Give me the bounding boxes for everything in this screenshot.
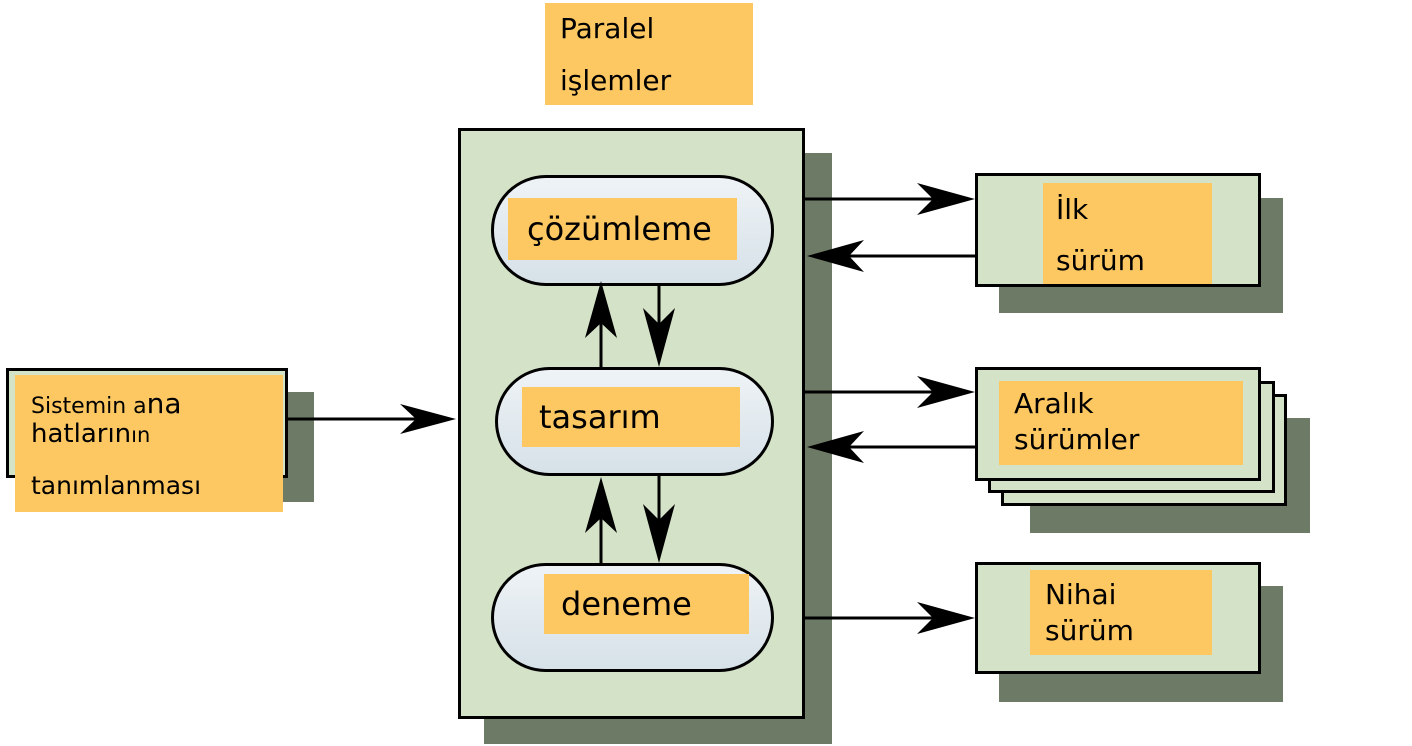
input-to-panel-arrowhead (400, 404, 456, 434)
final-version-line-2: sürüm (1045, 614, 1134, 647)
test-to-final-arrowhead (917, 602, 975, 634)
outline-line-3: tanımlanması (31, 471, 202, 500)
outline-line-2a: hatların (31, 419, 132, 449)
intermediate-versions-line-2: sürümler (1014, 423, 1140, 456)
analysis-to-design-arrowhead (643, 308, 675, 367)
intermediate-versions-line-1: Aralık (1014, 387, 1094, 420)
analysis-to-first-arrowhead (917, 183, 975, 215)
analysis-label: çözümleme (508, 198, 737, 260)
first-to-analysis-arrowhead (807, 240, 864, 272)
outline-line-1a: Sistemin a (31, 394, 147, 419)
outline-line-2b: ın (131, 423, 151, 447)
test-to-design-arrowhead (585, 477, 617, 533)
intermediate-to-design-arrowhead (807, 431, 864, 463)
final-version-label: Nihai sürüm (1030, 570, 1212, 655)
final-version-line-1: Nihai (1045, 578, 1117, 611)
outline-description-label: Sistemin ana hatlarının tanımlanması (15, 375, 283, 512)
design-label: tasarım (522, 387, 740, 447)
intermediate-versions-label: Aralık sürümler (999, 381, 1243, 465)
test-label: deneme (544, 574, 749, 634)
title-line-2: işlemler (560, 64, 672, 97)
outline-line-1b: na (146, 387, 182, 420)
first-version-label: İlk sürüm (1043, 183, 1212, 284)
parallel-activities-title: Paralel işlemler (545, 3, 753, 105)
title-line-1: Paralel (560, 12, 655, 45)
design-to-intermediate-arrowhead (917, 376, 975, 408)
design-to-test-arrowhead (643, 504, 675, 563)
first-version-line-2: sürüm (1056, 244, 1145, 277)
first-version-line-1: İlk (1056, 193, 1089, 226)
design-to-analysis-arrowhead (585, 281, 617, 338)
